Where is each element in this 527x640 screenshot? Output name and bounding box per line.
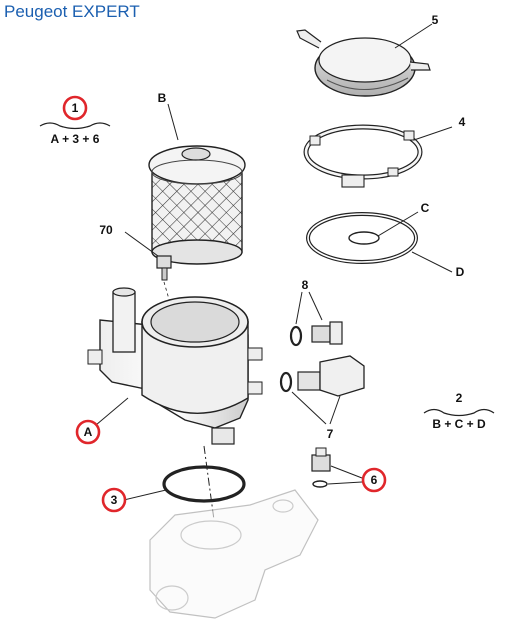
part-5-cover: [296, 23, 433, 97]
part-6-plug: [311, 447, 363, 488]
part-4-locking-ring: [303, 124, 453, 188]
callout-8: 8: [302, 278, 309, 292]
assembly-axis: [203, 445, 215, 521]
callout-7: 7: [327, 427, 334, 441]
callout-3: 3: [111, 493, 118, 507]
base-mounting: [149, 489, 319, 619]
part-7-water-sensor: [279, 355, 365, 425]
part-c-small-seal: [348, 211, 419, 245]
formula-set-2: B + C + D: [432, 417, 486, 431]
part-d-large-seal: [306, 212, 453, 273]
callout-3-badge: 3: [101, 487, 127, 513]
callout-b: B: [158, 91, 167, 105]
callout-2: 2: [456, 391, 463, 405]
highlight-circle: [62, 95, 88, 121]
formula-group-1: 1 A + 3 + 6: [39, 95, 111, 146]
page-title: Peugeot EXPERT: [4, 2, 140, 21]
part-70-bleed-screw: [124, 231, 176, 321]
callout-1: 1: [72, 101, 79, 115]
callout-d: D: [456, 265, 465, 279]
callout-70: 70: [99, 223, 113, 237]
callout-4: 4: [459, 115, 466, 129]
callout-6-badge: 6: [361, 467, 387, 493]
callout-5: 5: [432, 13, 439, 27]
callout-a-badge: A: [75, 419, 101, 445]
callout-a: A: [84, 425, 93, 439]
formula-group-2: 2 B + C + D: [423, 391, 495, 431]
formula-set-1: A + 3 + 6: [51, 132, 100, 146]
callout-6: 6: [371, 473, 378, 487]
part-b-filter-cartridge: [148, 103, 246, 265]
part-3-housing-seal: [123, 465, 246, 503]
part-8-drain-plug: [289, 291, 343, 347]
part-a-filter-housing: [87, 287, 263, 445]
callout-c: C: [421, 201, 430, 215]
